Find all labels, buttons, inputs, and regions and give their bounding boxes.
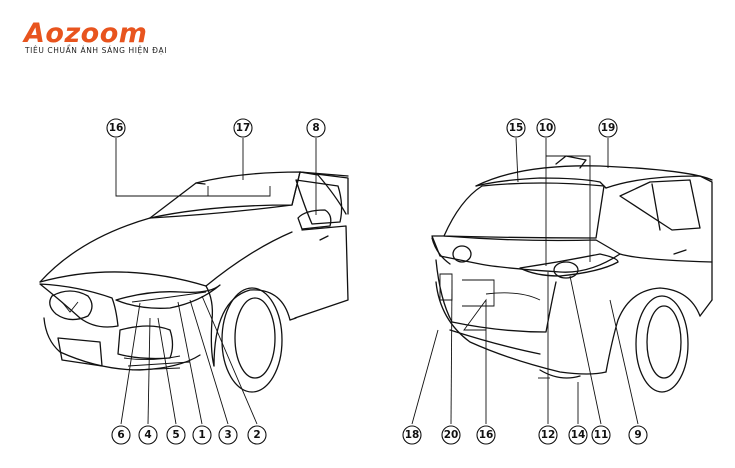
front-car-illustration (39, 171, 349, 393)
svg-text:8: 8 (312, 122, 319, 134)
callout-14: 14 (568, 425, 588, 445)
callout-5: 5 (166, 425, 186, 445)
svg-text:17: 17 (236, 122, 251, 134)
svg-text:18: 18 (405, 429, 420, 441)
svg-text:6: 6 (117, 429, 124, 441)
callout-16-rear: 16 (476, 425, 496, 445)
svg-text:2: 2 (253, 429, 260, 441)
callout-2: 2 (247, 425, 267, 445)
svg-text:15: 15 (509, 122, 524, 134)
callout-11: 11 (591, 425, 611, 445)
callout-16-front: 16 (106, 118, 126, 138)
callout-3: 3 (218, 425, 238, 445)
callout-10: 10 (536, 118, 556, 138)
svg-text:3: 3 (224, 429, 231, 441)
brand-tagline: TIÊU CHUẨN ÁNH SÁNG HIỆN ĐẠI (25, 46, 168, 55)
callout-17: 17 (233, 118, 253, 138)
svg-text:9: 9 (634, 429, 641, 441)
svg-text:16: 16 (479, 429, 494, 441)
svg-text:16: 16 (109, 122, 124, 134)
rear-car-illustration (431, 155, 713, 393)
brand-logo: Aozoom (24, 18, 148, 49)
callout-1: 1 (192, 425, 212, 445)
svg-text:11: 11 (594, 429, 609, 441)
svg-text:4: 4 (144, 429, 151, 441)
svg-text:12: 12 (541, 429, 556, 441)
callout-18: 18 (402, 425, 422, 445)
callout-4: 4 (138, 425, 158, 445)
callout-12: 12 (538, 425, 558, 445)
svg-text:14: 14 (571, 429, 586, 441)
callout-20: 20 (441, 425, 461, 445)
svg-text:20: 20 (444, 429, 459, 441)
callout-6: 6 (111, 425, 131, 445)
svg-text:10: 10 (539, 122, 554, 134)
svg-text:19: 19 (601, 122, 616, 134)
callout-9: 9 (628, 425, 648, 445)
callout-8: 8 (306, 118, 326, 138)
callout-15: 15 (506, 118, 526, 138)
callout-19: 19 (598, 118, 618, 138)
leader-lines (115, 137, 639, 425)
svg-text:1: 1 (198, 429, 205, 441)
svg-text:5: 5 (172, 429, 179, 441)
